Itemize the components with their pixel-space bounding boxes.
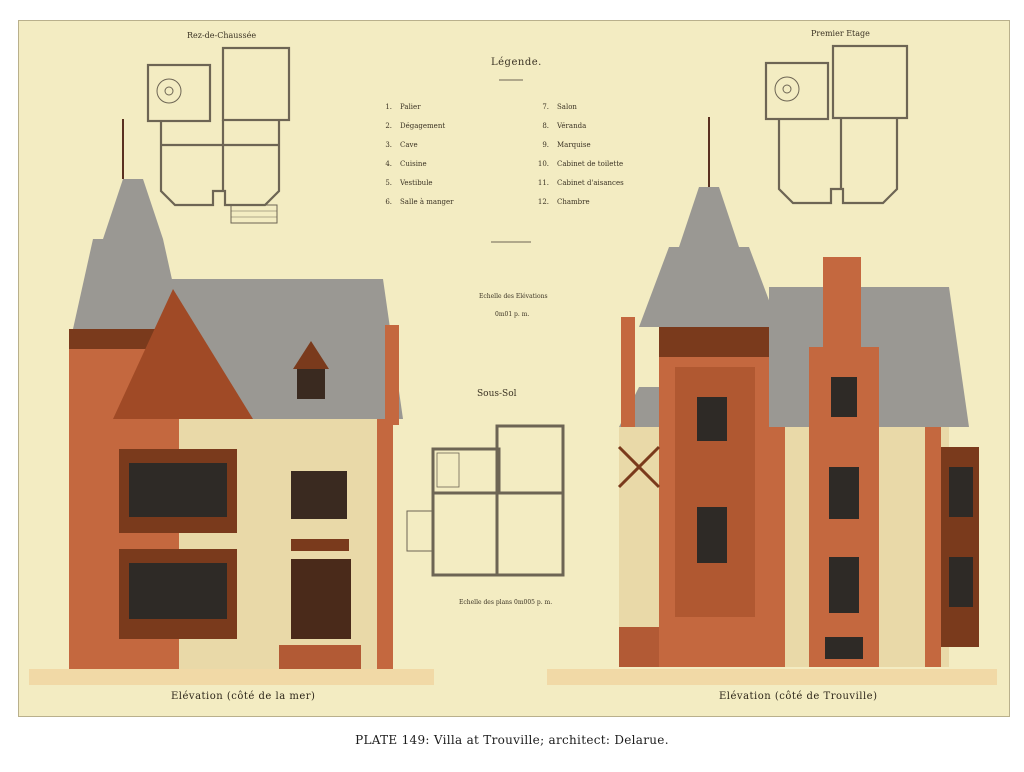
legend-item: 6.Salle à manger	[385, 198, 454, 206]
plate-caption: PLATE 149: Villa at Trouville; architect…	[355, 733, 669, 747]
architectural-plate: Rez-de-Chaussée Premier Etage Légende. 1…	[18, 20, 1010, 717]
basement-plan	[406, 424, 565, 577]
right-ground-strip	[547, 669, 997, 685]
legend-item: 5.Vestibule	[385, 179, 433, 187]
legend-item: 11.Cabinet d'aisances	[537, 179, 624, 187]
right-elevation-drawing	[617, 117, 979, 667]
first-floor-plan-title: Premier Etage	[811, 29, 870, 38]
left-ground-strip	[29, 669, 434, 685]
legend-rule	[499, 79, 523, 81]
legend-item: 12.Chambre	[537, 198, 590, 206]
left-elevation-caption: Elévation (côté de la mer)	[171, 691, 316, 702]
legend-item: 2.Dégagement	[385, 122, 446, 130]
basement-plan-title: Sous-Sol	[477, 389, 517, 399]
ground-floor-plan-title: Rez-de-Chaussée	[187, 31, 257, 40]
first-floor-plan	[764, 44, 909, 205]
legend-item: 7.Salon	[542, 103, 577, 111]
elevations-scale-value: 0m01 p. m.	[495, 311, 530, 318]
elevations-scale-label: Echelle des Elévations	[479, 293, 548, 300]
legend-title: Légende.	[491, 57, 542, 68]
plans-scale-label: Echelle des plans 0m005 p. m.	[459, 599, 553, 606]
legend-item: 3.Cave	[385, 141, 418, 149]
ground-floor-plan	[146, 46, 291, 224]
legend-item: 8.Véranda	[542, 122, 587, 130]
left-elevation-drawing	[69, 119, 403, 669]
legend-item: 9.Marquise	[542, 141, 591, 149]
legend-item: 4.Cuisine	[385, 160, 427, 168]
right-elevation-caption: Elévation (côté de Trouville)	[719, 691, 878, 702]
legend-rule	[491, 241, 531, 243]
legend-item: 1.Palier	[385, 103, 421, 111]
legend-item: 10.Cabinet de toilette	[537, 160, 624, 168]
